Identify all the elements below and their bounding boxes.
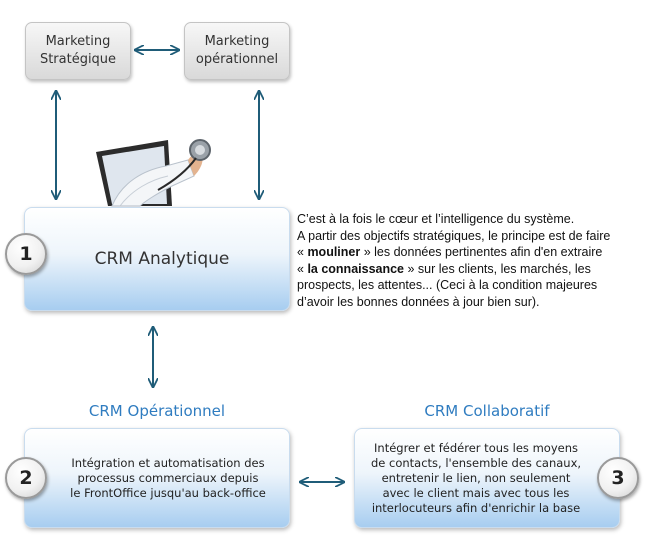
number-badge-1: 1 bbox=[5, 233, 47, 275]
number-badge-3: 3 bbox=[597, 457, 639, 499]
crm-operationnel-box: Intégration et automatisation des proces… bbox=[24, 428, 290, 528]
operationnel-line-2: processus commerciaux depuis bbox=[77, 470, 259, 485]
crm-analytique-description: C’est à la fois le cœur et l’intelligenc… bbox=[297, 211, 642, 310]
desc-line-4-post: » sur les clients, les marchés, les bbox=[404, 261, 591, 276]
desc-line-3-bold: mouliner bbox=[307, 245, 361, 259]
marketing-strategique-box: Marketing Stratégique bbox=[25, 22, 131, 80]
collaboratif-line-5: interlocuteurs afin d'enrichir la base bbox=[371, 500, 581, 515]
marketing-operationnel-line1: Marketing bbox=[204, 34, 270, 49]
marketing-operationnel-box: Marketing opérationnel bbox=[184, 22, 290, 80]
number-badge-2: 2 bbox=[5, 457, 47, 499]
desc-line-1: C’est à la fois le cœur et l’intelligenc… bbox=[297, 212, 575, 226]
crm-collaboratif-title: CRM Collaboratif bbox=[424, 402, 550, 420]
desc-line-3-post: » les données pertinentes afin d'en extr… bbox=[360, 245, 603, 259]
crm-operationnel-title: CRM Opérationnel bbox=[88, 402, 226, 420]
desc-line-3-pre: « bbox=[297, 245, 308, 259]
operationnel-line-1: Intégration et automatisation des bbox=[71, 455, 265, 470]
desc-line-4-pre: « bbox=[297, 261, 308, 276]
doctor-laptop-illustration bbox=[96, 139, 211, 207]
crm-collaboratif-box: Intégrer et fédérer tous les moyens de c… bbox=[354, 428, 620, 528]
collaboratif-line-2: de contacts, l'ensemble des canaux, bbox=[370, 455, 582, 470]
collaboratif-line-4: avec le client mais avec tous les bbox=[382, 485, 570, 500]
desc-line-3: « mouliner » les données pertinentes afi… bbox=[297, 244, 642, 261]
marketing-strategique-line1: Marketing bbox=[45, 34, 111, 49]
crm-analytique-box: CRM Analytique bbox=[24, 207, 290, 311]
marketing-strategique-line2: Stratégique bbox=[39, 52, 117, 67]
desc-line-4-bold: la connaissance bbox=[307, 261, 405, 276]
desc-line-4: « la connaissance » sur les clients, les… bbox=[297, 261, 642, 278]
desc-line-5: prospects, les attentes... (Ceci à la co… bbox=[297, 278, 598, 292]
operationnel-line-3: le FrontOffice jusqu'au back-office bbox=[70, 485, 266, 500]
desc-line-6: d’avoir les bonnes données à jour bien s… bbox=[297, 294, 540, 309]
collaboratif-line-1: Intégrer et fédérer tous les moyens bbox=[374, 440, 578, 455]
collaboratif-line-3: entretenir le lien, non seulement bbox=[381, 470, 571, 485]
desc-line-2: A partir des objectifs stratégiques, le … bbox=[297, 228, 611, 243]
crm-analytique-label: CRM Analytique bbox=[94, 249, 230, 269]
marketing-operationnel-line2: opérationnel bbox=[195, 52, 279, 67]
